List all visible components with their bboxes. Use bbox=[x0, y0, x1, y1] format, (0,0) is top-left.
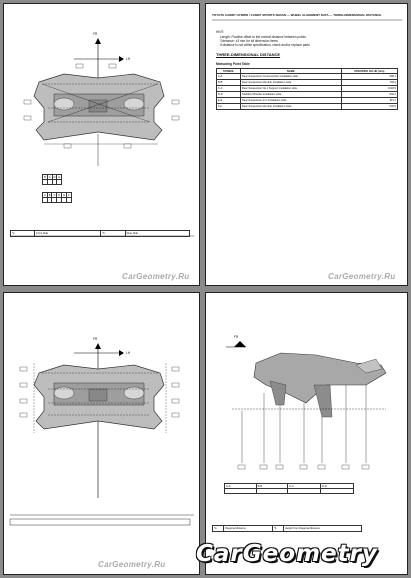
table-row: F-F Rear Suspension Member Installation … bbox=[215, 103, 399, 110]
rear-subframe-diagram-side bbox=[226, 341, 387, 470]
rear-subframe-diagram-top bbox=[10, 38, 194, 237]
legend-key: *a bbox=[211, 525, 225, 532]
page-1: FR LH B C D E A B C D E F *a Front Side … bbox=[3, 3, 200, 286]
watermark-page-2: CarGeometry.Ru bbox=[328, 272, 396, 281]
note-item: Length: Positive offset to the normal di… bbox=[220, 35, 306, 39]
legend-key: *b bbox=[100, 230, 126, 237]
axis-label-fr: FR bbox=[93, 32, 98, 36]
rear-subframe-diagram-bottom bbox=[9, 343, 194, 526]
legend-key: *b bbox=[271, 525, 285, 532]
cell-value: 549.5 bbox=[340, 103, 399, 110]
page-header: TOYOTA CAMRY HYBRID / CAMRY SPORTS SEDAN… bbox=[212, 13, 382, 17]
measuring-title: Measuring Point Table bbox=[216, 62, 250, 66]
note-item: Tolerance: ±3 mm for all dimension items bbox=[220, 39, 278, 43]
legend-value: Height from Diagonal distance bbox=[283, 525, 362, 532]
height-table: A-A B-B C-C D-D bbox=[224, 483, 354, 494]
hint-label: HINT: bbox=[216, 30, 224, 34]
cell-symbol: F-F bbox=[215, 103, 242, 110]
section-title: THREE-DIMENSIONAL DISTANCE bbox=[216, 52, 281, 57]
cargeometry-logo: CarGeometry bbox=[196, 541, 378, 567]
note-item: If distance is not within specification,… bbox=[220, 43, 310, 47]
legend-table: *a Front Side *b Rear Side bbox=[9, 230, 191, 237]
page-3: FR LH bbox=[3, 292, 200, 575]
notes-list: Length: Positive offset to the normal di… bbox=[220, 35, 402, 47]
measuring-point-table: SYMBOL NAME SPECIFIED VALUE (mm) A-A Rea… bbox=[215, 68, 399, 110]
cell-name: Rear Suspension Member Installation Hole bbox=[240, 103, 342, 110]
page-4: A-A B-B C-C D-D *a Diagonal distance *b … bbox=[205, 292, 408, 575]
legend-value: Rear Side bbox=[124, 230, 191, 237]
legend-key: *a bbox=[9, 230, 36, 237]
legend-value: Diagonal distance bbox=[223, 525, 273, 532]
watermark-page-1: CarGeometry.Ru bbox=[122, 272, 190, 281]
header-rule bbox=[212, 19, 402, 21]
legend-table: *a Diagonal distance *b Height from Diag… bbox=[211, 525, 362, 532]
axis-label-lh: LH bbox=[126, 57, 131, 61]
axis-label-lh: LH bbox=[126, 351, 131, 355]
watermark-page-3: CarGeometry.Ru bbox=[98, 560, 166, 569]
legend-value: Front Side bbox=[34, 230, 102, 237]
axis-label-fr: FR bbox=[234, 335, 239, 339]
axis-label-fr: FR bbox=[93, 337, 98, 341]
reference-table-row-2: A B C D E F bbox=[42, 192, 72, 203]
page-2: TOYOTA CAMRY HYBRID / CAMRY SPORTS SEDAN… bbox=[205, 3, 408, 286]
reference-table-row-1: B C D E bbox=[42, 174, 63, 185]
